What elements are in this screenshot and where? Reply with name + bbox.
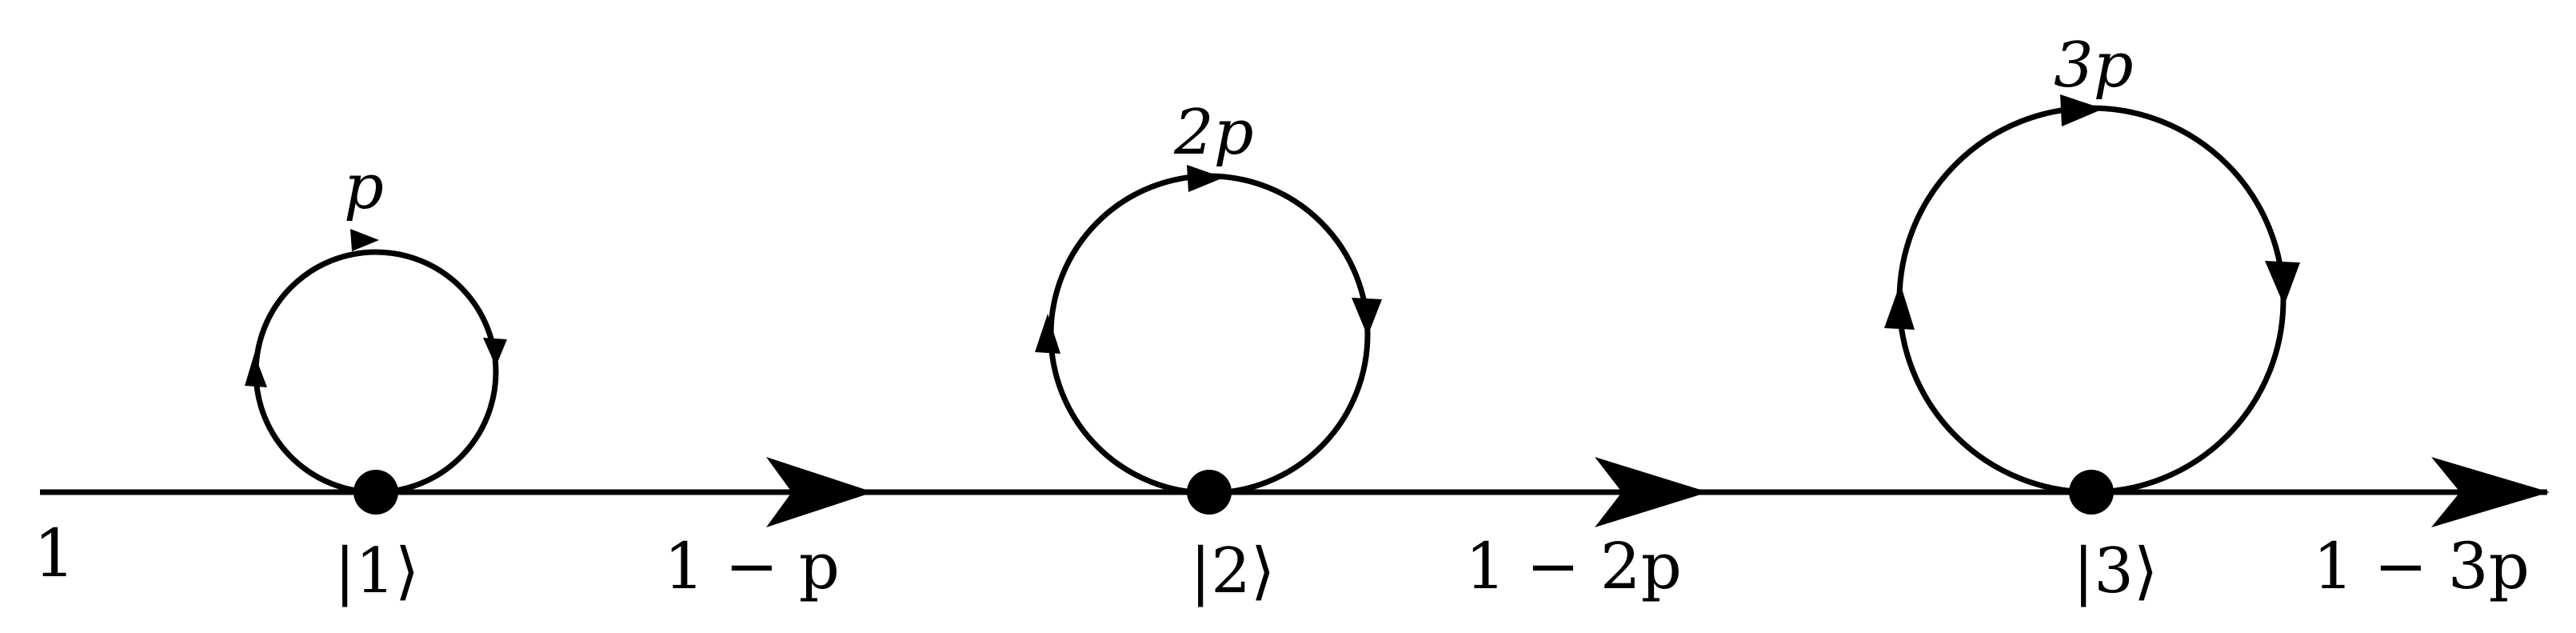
loop-2-arrow-right (1352, 298, 1382, 336)
loop-1-label: p (344, 151, 384, 223)
loop-3-arrow-left (1884, 283, 1915, 330)
loop-3-arrow-top (2060, 94, 2103, 126)
state-node-3 (2069, 470, 2114, 515)
loop-3-arrow-right (2265, 261, 2300, 306)
output-label-1: 1 − p (664, 529, 840, 603)
self-loop-2 (1048, 173, 1371, 496)
loop-1-arrow-right (483, 338, 507, 367)
state-label-2: |2⟩ (1190, 535, 1275, 607)
state-node-1 (353, 470, 398, 515)
state-node-2 (1187, 470, 1232, 515)
self-loop-1 (253, 249, 499, 495)
self-loop-3 (1896, 105, 2286, 495)
loop-2-label: 2p (1173, 97, 1254, 169)
loop-3-label: 3p (2054, 30, 2134, 102)
output-label-2: 1 − 2p (1465, 529, 1682, 603)
loop-2-arrow-top (1187, 165, 1224, 192)
loop-2-arrow-left (1035, 314, 1060, 354)
main-arrow-3 (2431, 457, 2550, 527)
loop-1-arrow-left (245, 354, 267, 387)
state-label-3: |3⟩ (2073, 535, 2158, 607)
loop-1-arrow-top (350, 229, 379, 251)
input-label: 1 (34, 516, 75, 592)
main-arrow-1 (766, 457, 873, 527)
output-label-3: 1 − 3p (2313, 529, 2530, 603)
state-label-1: |1⟩ (334, 535, 419, 607)
main-arrow-2 (1595, 457, 1708, 527)
